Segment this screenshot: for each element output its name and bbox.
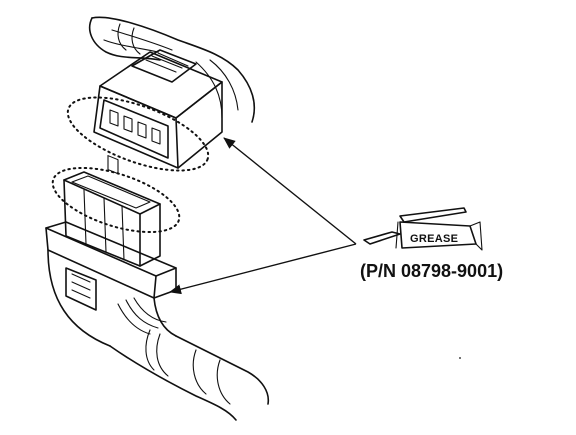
- scan-speck: [459, 357, 461, 359]
- part-number-label: (P/N 08798-9001): [360, 261, 503, 281]
- arrow-to-plug: [223, 137, 357, 245]
- grease-tube-icon: GREASE: [363, 207, 483, 251]
- arrow-to-socket: [169, 243, 357, 295]
- connector-socket-drawing: [45, 166, 270, 421]
- leader-arrows: [169, 137, 357, 295]
- connector-plug-drawing: [66, 16, 256, 175]
- grease-tube-label: GREASE: [410, 233, 458, 245]
